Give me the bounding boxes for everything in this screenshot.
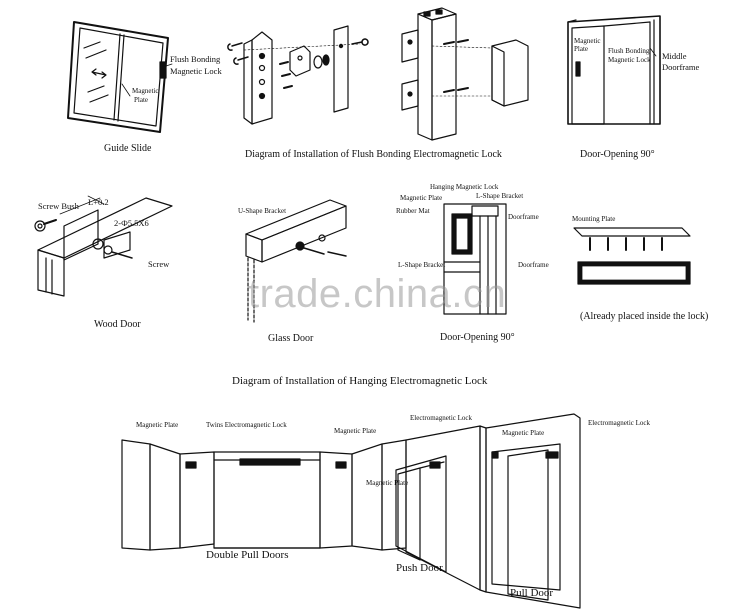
caption-already-placed: (Already placed inside the lock): [580, 311, 709, 322]
label-twins-lock: Twins Electromagnetic Lock: [206, 421, 287, 429]
label-magnetic: Magnetic: [132, 87, 159, 95]
guide-slide-drawing: [67, 21, 173, 133]
label-screw-size: 2-Ф5.5X6: [114, 218, 149, 228]
label-pull-magnetic-plate: Magnetic Plate: [502, 429, 545, 437]
label-u-shape-bracket: U-Shape Bracket: [238, 207, 287, 215]
label-push-lock: Electromagnetic Lock: [410, 414, 472, 422]
flush-bonding-drawing: [227, 25, 369, 125]
label-top-magnetic-lock: Magnetic Lock: [608, 56, 651, 64]
caption-glass-door: Glass Door: [268, 333, 314, 344]
label-pull-lock: Electromagnetic Lock: [588, 419, 650, 427]
wood-door-drawing: [34, 195, 173, 297]
label-top-flush-bonding: Flush Bonding: [608, 47, 650, 55]
mounting-plate-drawing: [573, 227, 691, 285]
caption-door-opening-top: Door-Opening 90°: [580, 149, 655, 160]
label-hanging-magnetic-lock: Hanging Magnetic Lock: [430, 183, 499, 191]
label-doorframe-bottom: Doorframe: [518, 261, 549, 269]
caption-pull-door: Pull Door: [510, 587, 554, 599]
label-screw: Screw: [148, 259, 170, 269]
door-opening-top-drawing: [567, 15, 661, 125]
hanging-title: Diagram of Installation of Hanging Elect…: [232, 375, 488, 387]
label-top-plate: Plate: [574, 45, 588, 53]
caption-flush-bonding: Diagram of Installation of Flush Bonding…: [245, 149, 502, 160]
caption-door-opening-mid: Door-Opening 90°: [440, 332, 515, 343]
post-lock-drawing: [401, 7, 529, 141]
label-screw-bush: Screw Bush: [38, 201, 79, 211]
watermark: trade.china.cn: [248, 272, 507, 316]
caption-guide-slide: Guide Slide: [104, 143, 152, 154]
label-l-shape-bracket-top: L-Shape Bracket: [476, 192, 524, 200]
label-l-shape-bracket-bottom: L-Shape Bracket: [398, 261, 446, 269]
label-rubber-mat: Rubber Mat: [396, 207, 430, 215]
glass-door-drawing: [245, 199, 347, 323]
label-top-magnetic: Magnetic: [574, 37, 601, 45]
label-push-magnetic-plate: Magnetic Plate: [366, 479, 409, 487]
label-doorframe: Doorframe: [662, 62, 700, 72]
label-dp-magnetic-plate-left: Magnetic Plate: [136, 421, 179, 429]
label-l-plus: L+0.2: [88, 197, 109, 207]
caption-wood-door: Wood Door: [94, 319, 141, 330]
label-mid-magnetic-plate: Magnetic Plate: [400, 194, 443, 202]
label-mounting-plate: Mounting Plate: [572, 215, 616, 223]
label-magnetic-lock: Magnetic Lock: [170, 66, 222, 76]
double-pull-doors-drawing: [121, 439, 407, 551]
door-opening-mid-drawing: [443, 203, 507, 315]
caption-double-pull: Double Pull Doors: [206, 549, 289, 561]
label-plate: Plate: [134, 96, 148, 104]
caption-push-door: Push Door: [396, 562, 443, 574]
label-flush-bonding: Flush Bonding: [170, 54, 221, 64]
label-middle: Middle: [662, 51, 687, 61]
label-doorframe-top: Doorframe: [508, 213, 539, 221]
label-dp-magnetic-plate-right: Magnetic Plate: [334, 427, 377, 435]
pull-door-drawing: [485, 413, 581, 609]
